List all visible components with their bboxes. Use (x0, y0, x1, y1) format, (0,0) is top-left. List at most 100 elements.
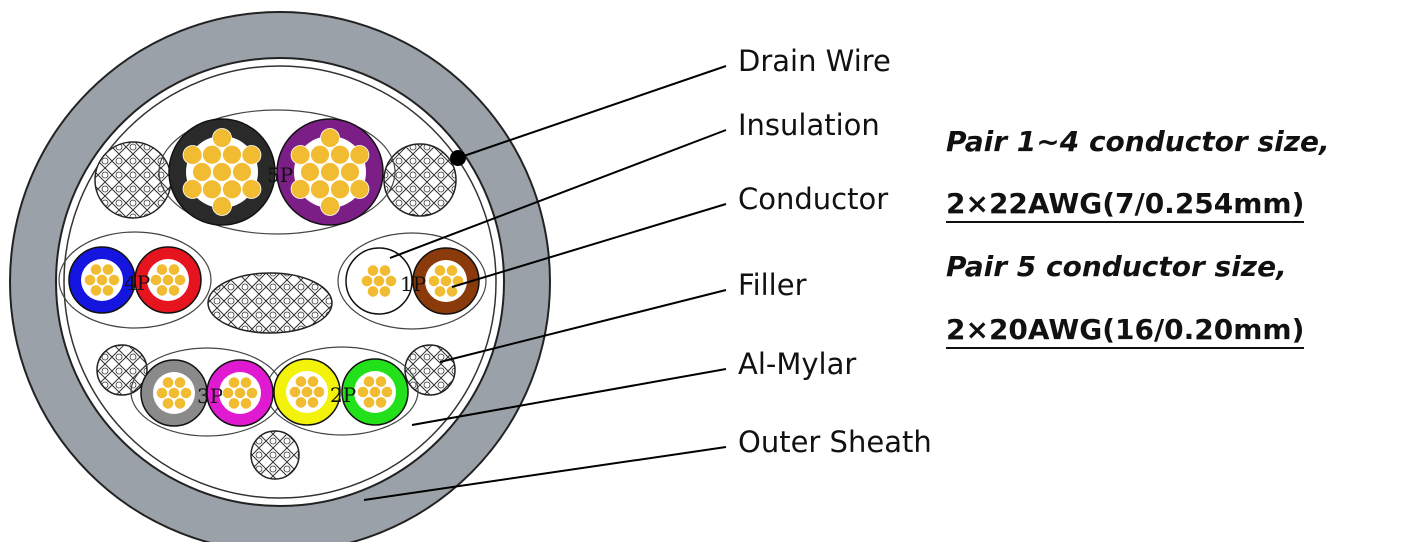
drain-wire-label: Drain Wire (738, 44, 891, 78)
pair5-spec-title: Pair 5 conductor size, (946, 250, 1287, 283)
strand (155, 263, 169, 276)
conductor-strands (83, 128, 465, 410)
strand (101, 263, 115, 276)
strand (433, 264, 447, 277)
leader-al-mylar (411, 368, 727, 426)
strand (161, 273, 175, 287)
strand (330, 144, 350, 165)
pair14-spec-title: Pair 1~4 conductor size, (946, 125, 1330, 158)
strand (306, 375, 320, 388)
strand (173, 397, 187, 410)
strand (173, 376, 187, 389)
strand (427, 274, 441, 288)
insulation-label: Insulation (738, 108, 880, 142)
strand (372, 274, 386, 288)
strand (356, 385, 370, 399)
strand (239, 397, 253, 410)
strand (384, 274, 398, 288)
strand (107, 273, 121, 287)
strand (167, 263, 181, 276)
filler-mesh-icon (250, 430, 300, 480)
strand (233, 386, 247, 400)
strand (192, 162, 212, 182)
strand (101, 284, 115, 297)
strand (360, 274, 374, 288)
strand (349, 179, 370, 199)
strand (320, 128, 340, 148)
pair5-spec-value: 2×20AWG(16/0.20mm) (946, 316, 1305, 349)
strand (167, 284, 181, 297)
conductor-label: Conductor (738, 182, 889, 216)
pair14-spec-value: 2×22AWG(7/0.254mm) (946, 190, 1305, 223)
strand (368, 385, 382, 399)
strand (374, 375, 388, 388)
leader-conductor (451, 203, 727, 288)
leader-outer-sheath (363, 446, 727, 501)
strand (202, 179, 222, 200)
pair1-label: 1P (400, 272, 426, 296)
strand (179, 386, 193, 400)
strand (89, 284, 103, 297)
strand (95, 273, 109, 287)
strand (241, 145, 262, 165)
strand (241, 179, 262, 199)
strand (330, 179, 350, 200)
strand (340, 162, 360, 182)
strand (433, 285, 447, 298)
strand (182, 145, 203, 165)
strand (306, 396, 320, 409)
strand (227, 376, 241, 389)
strand (83, 273, 97, 287)
filler-mesh-icon (404, 344, 456, 396)
strand (310, 179, 330, 200)
strand (290, 179, 311, 199)
strand (312, 385, 326, 399)
strand (173, 273, 187, 287)
strand (362, 396, 376, 409)
strand (245, 386, 259, 400)
filler-mesh-icon (383, 143, 457, 217)
strand (155, 284, 169, 297)
filler-mesh-icon (207, 272, 333, 334)
pair4-label: 4P (124, 271, 150, 295)
strand (300, 162, 320, 182)
leader-filler (439, 289, 727, 363)
filler-mesh-icon (96, 344, 148, 396)
strand (300, 385, 314, 399)
strand (149, 273, 163, 287)
leader-insulation (389, 129, 727, 259)
strand (366, 264, 380, 277)
strand (349, 145, 370, 165)
strand (380, 385, 394, 399)
strand (221, 386, 235, 400)
fillers (94, 141, 457, 480)
strand (445, 264, 459, 277)
strand (294, 375, 308, 388)
strand (89, 263, 103, 276)
strand (239, 376, 253, 389)
strand (227, 397, 241, 410)
inner-shield-line (63, 65, 497, 499)
strand (294, 396, 308, 409)
strand (362, 375, 376, 388)
strand (232, 162, 252, 182)
strand (222, 144, 242, 165)
strand (374, 396, 388, 409)
pair2-label: 2P (330, 383, 356, 407)
strand (320, 196, 340, 216)
strand (161, 376, 175, 389)
strand (222, 179, 242, 200)
strand (202, 144, 222, 165)
strand (182, 179, 203, 199)
leader-lines (363, 65, 727, 501)
strand (212, 128, 232, 148)
strand (310, 144, 330, 165)
strand (212, 162, 232, 182)
al-mylar-label: Al-Mylar (738, 347, 857, 381)
strand (155, 386, 169, 400)
pair5-label: 5P (267, 163, 293, 187)
strand (445, 285, 459, 298)
filler-label: Filler (738, 268, 807, 302)
outer-sheath-label: Outer Sheath (738, 425, 932, 459)
